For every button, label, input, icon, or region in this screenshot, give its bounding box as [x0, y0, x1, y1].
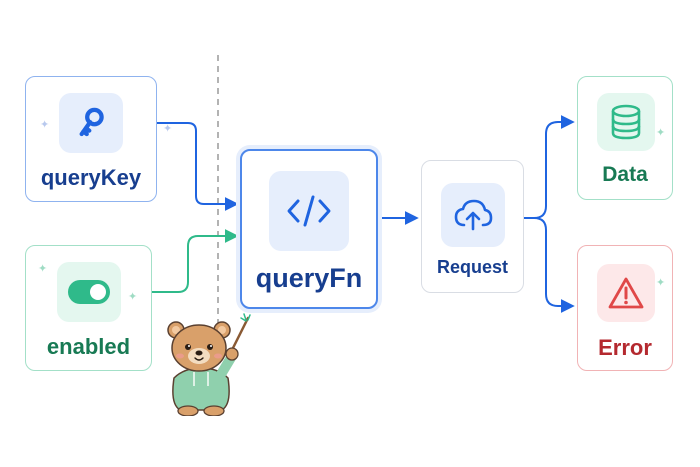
request-icon-box — [441, 183, 505, 247]
sparkle-icon: ✦ — [656, 277, 666, 289]
sparkle-icon: ✦ — [38, 263, 48, 275]
arrow-enabled-to-queryfn — [152, 229, 239, 293]
sparkle-icon: ✦ — [40, 119, 50, 131]
arrow-request-to-error — [533, 217, 575, 313]
request-label: Request — [436, 257, 508, 277]
queryfn-node: queryFn — [240, 149, 378, 309]
request-node: Request — [421, 160, 524, 293]
arrow-request-to-data — [524, 115, 575, 219]
code-brackets-icon — [287, 195, 331, 227]
error-node: Error — [577, 245, 673, 371]
querykey-node: queryKey — [25, 76, 157, 202]
sparkle-icon: ✦ — [128, 291, 138, 303]
database-icon — [611, 104, 641, 140]
bear-pointer-icon — [167, 313, 251, 416]
toggle-switch-icon — [68, 280, 110, 304]
arrow-querykey-to-queryfn — [157, 122, 239, 211]
sparkle-icon: ✦ — [656, 127, 666, 139]
warning-triangle-icon — [608, 277, 644, 309]
queryfn-icon-box — [269, 171, 349, 251]
error-label: Error — [598, 335, 652, 360]
enabled-icon-box — [57, 262, 121, 322]
error-icon-box — [597, 264, 655, 322]
enabled-label: enabled — [46, 334, 131, 359]
querykey-icon-box — [59, 93, 123, 153]
data-label: Data — [602, 163, 648, 186]
data-node: Data — [577, 76, 673, 200]
data-icon-box — [597, 93, 655, 151]
queryfn-label: queryFn — [255, 263, 363, 293]
key-icon — [79, 107, 104, 137]
sparkle-icon: ✦ — [163, 123, 173, 135]
querykey-label: queryKey — [40, 165, 142, 190]
cloud-upload-icon — [454, 199, 493, 231]
enabled-node: enabled — [25, 245, 152, 371]
